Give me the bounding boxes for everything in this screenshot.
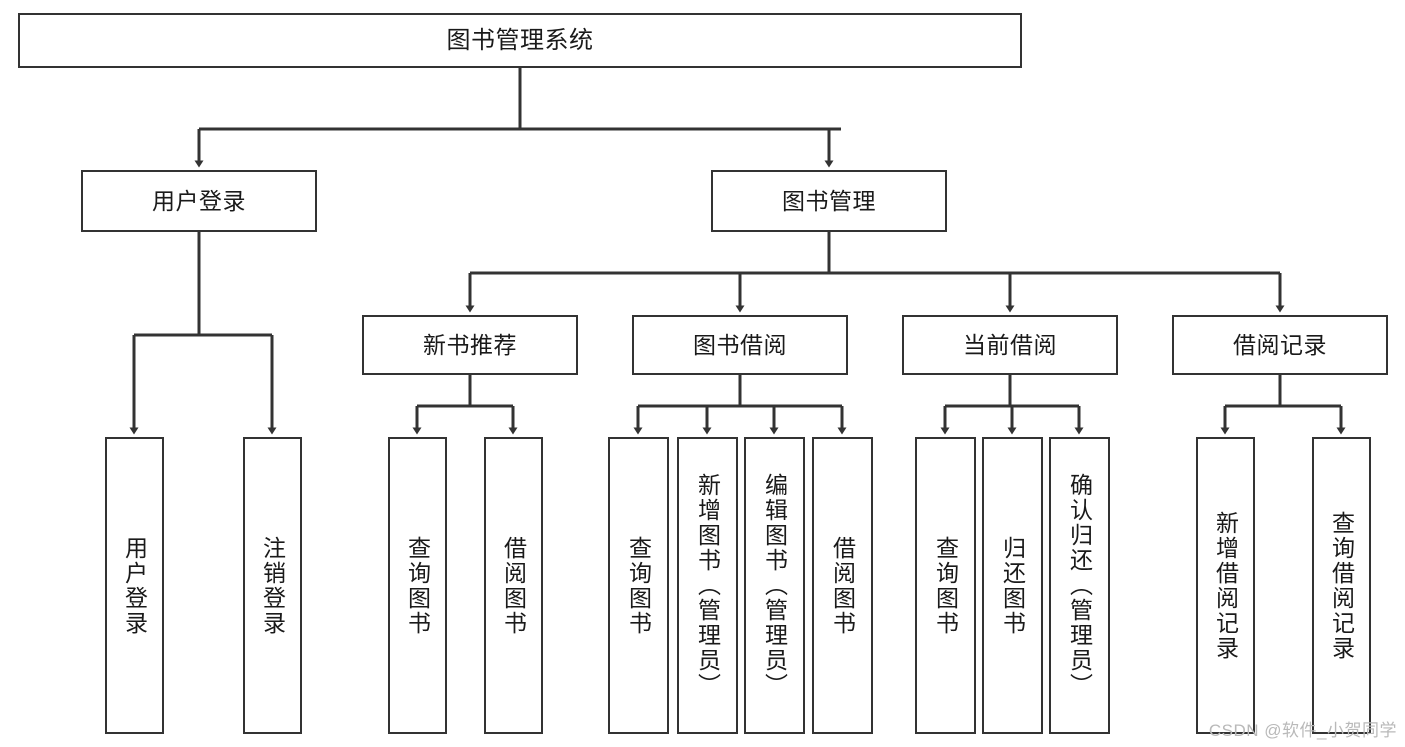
node-label: 查询借阅记录 [1328,510,1355,661]
node-label: 查询图书 [932,535,959,636]
node-label: 用户登录 [152,187,246,214]
node-label: 编辑图书（管理员） [761,473,788,698]
node-book-borrow[interactable]: 图书借阅 [632,315,848,375]
node-leaf-query-book-1[interactable]: 查询图书 [388,437,447,734]
node-leaf-query-book-2[interactable]: 查询图书 [608,437,669,734]
node-label: 图书借阅 [693,331,787,358]
node-label: 用户登录 [121,535,148,636]
node-label: 查询图书 [625,535,652,636]
node-leaf-edit-book[interactable]: 编辑图书（管理员） [744,437,805,734]
node-label: 新书推荐 [423,331,517,358]
node-label: 确认归还（管理员） [1066,473,1093,698]
node-current-borrow[interactable]: 当前借阅 [902,315,1118,375]
node-leaf-confirm-return[interactable]: 确认归还（管理员） [1049,437,1110,734]
node-label: 归还图书 [999,535,1026,636]
node-label: 图书管理 [782,187,876,214]
node-leaf-user-login[interactable]: 用户登录 [105,437,164,734]
node-label: 注销登录 [259,535,286,636]
node-leaf-add-book[interactable]: 新增图书（管理员） [677,437,738,734]
node-label: 借阅记录 [1233,331,1327,358]
node-label: 借阅图书 [829,535,856,636]
node-leaf-query-record[interactable]: 查询借阅记录 [1312,437,1371,734]
node-leaf-add-record[interactable]: 新增借阅记录 [1196,437,1255,734]
node-label: 新增图书（管理员） [694,473,721,698]
node-label: 借阅图书 [500,535,527,636]
node-leaf-borrow-book-2[interactable]: 借阅图书 [812,437,873,734]
node-label: 当前借阅 [963,331,1057,358]
node-leaf-borrow-book-1[interactable]: 借阅图书 [484,437,543,734]
node-book-management[interactable]: 图书管理 [711,170,947,232]
node-user-login[interactable]: 用户登录 [81,170,317,232]
node-label: 新增借阅记录 [1212,510,1239,661]
node-leaf-logout[interactable]: 注销登录 [243,437,302,734]
node-leaf-return-book[interactable]: 归还图书 [982,437,1043,734]
node-new-book-recommend[interactable]: 新书推荐 [362,315,578,375]
node-leaf-query-book-3[interactable]: 查询图书 [915,437,976,734]
node-root-system[interactable]: 图书管理系统 [18,13,1022,68]
node-label: 查询图书 [404,535,431,636]
node-label: 图书管理系统 [446,26,594,54]
node-borrow-record[interactable]: 借阅记录 [1172,315,1388,375]
